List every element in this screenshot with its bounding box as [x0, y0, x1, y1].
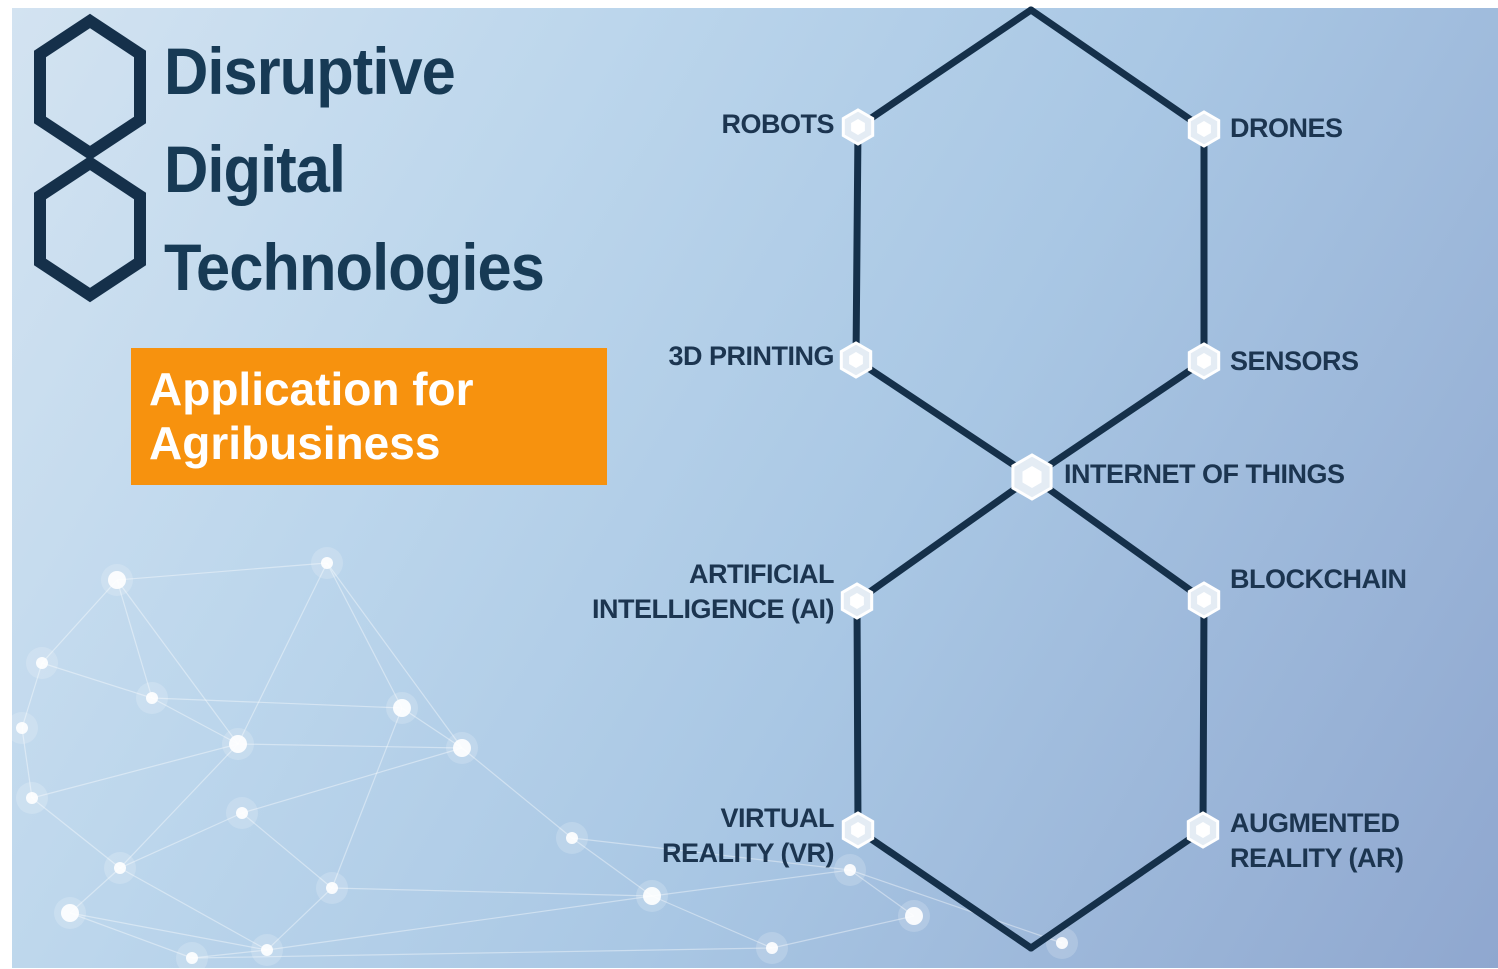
connector-line — [854, 826, 1035, 952]
hexagon-node-icon — [1187, 581, 1221, 619]
connector-line — [1199, 596, 1208, 834]
connector-line — [853, 473, 1036, 605]
application-badge: Application for Agribusiness — [131, 348, 607, 485]
title-line-3: Technologies — [164, 230, 545, 304]
connector-line — [1028, 357, 1208, 481]
network-decoration — [12, 547, 1078, 968]
hexagon-node-icon — [1186, 811, 1220, 849]
connector-line — [1028, 473, 1208, 604]
node-sensors: SENSORS — [1187, 342, 1359, 380]
connector-line — [853, 597, 862, 834]
hexagon-node-icon — [839, 341, 873, 379]
hexagon-node-icon — [1011, 453, 1053, 501]
node-artificial-intelligence: ARTIFICIAL INTELLIGENCE (AI) — [592, 559, 874, 624]
hexagon-node-icon — [841, 811, 875, 849]
node-label-virtual-reality: REALITY (VR) — [662, 838, 834, 868]
connector-line — [1027, 826, 1207, 952]
connector-line — [852, 123, 862, 364]
node-label-augmented-reality: REALITY (AR) — [1230, 843, 1404, 873]
hexagon-node-icon — [840, 582, 874, 620]
node-augmented-reality: AUGMENTED REALITY (AR) — [1186, 808, 1404, 873]
badge-line-2: Agribusiness — [149, 417, 441, 469]
node-label-artificial-intelligence: INTELLIGENCE (AI) — [592, 594, 834, 624]
node-internet-of-things: INTERNET OF THINGS — [1011, 453, 1345, 501]
node-label-artificial-intelligence: ARTIFICIAL — [689, 559, 834, 589]
node-label-robots: ROBOTS — [721, 109, 834, 139]
connector-line — [1027, 6, 1208, 133]
node-label-virtual-reality: VIRTUAL — [721, 803, 835, 833]
hexagon-node-icon — [1187, 342, 1221, 380]
node-robots: ROBOTS — [721, 108, 875, 146]
hexagon-node-icon — [841, 108, 875, 146]
badge-line-1: Application for — [149, 363, 474, 415]
connector-line — [852, 356, 1036, 481]
node-label-drones: DRONES — [1230, 113, 1343, 143]
node-3d-printing: 3D PRINTING — [668, 341, 873, 379]
node-label-blockchain: BLOCKCHAIN — [1230, 564, 1407, 594]
node-virtual-reality: VIRTUAL REALITY (VR) — [662, 803, 875, 868]
connector-line — [854, 6, 1035, 131]
node-drones: DRONES — [1187, 110, 1343, 148]
node-label-internet-of-things: INTERNET OF THINGS — [1064, 459, 1345, 489]
node-label-sensors: SENSORS — [1230, 346, 1359, 376]
title-line-2: Digital — [164, 132, 346, 206]
title-line-1: Disruptive — [164, 34, 456, 108]
node-label-augmented-reality: AUGMENTED — [1230, 808, 1400, 838]
slide-background — [12, 8, 1498, 968]
diagram-connectors — [852, 6, 1208, 952]
hexagon-node-icon — [1187, 110, 1221, 148]
node-blockchain: BLOCKCHAIN — [1187, 564, 1407, 619]
node-label-3d-printing: 3D PRINTING — [668, 341, 834, 371]
logo-hexagon-icon — [34, 13, 146, 303]
